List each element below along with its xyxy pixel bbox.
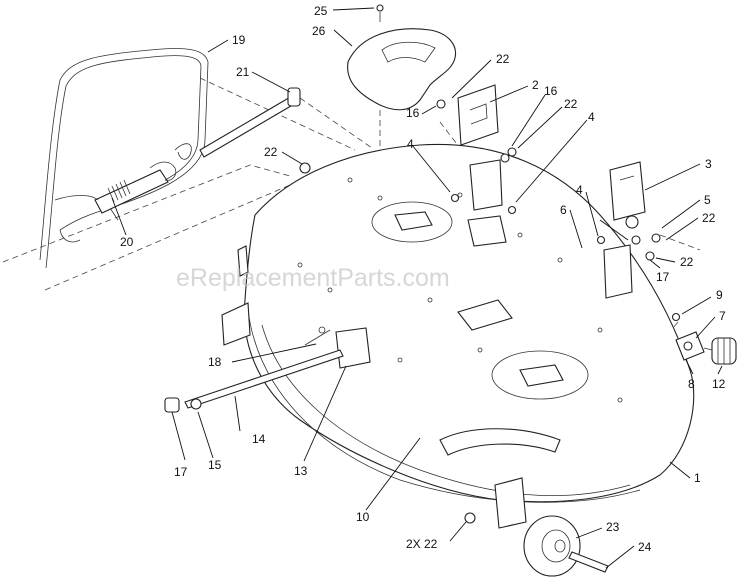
- label-4-c: 4: [576, 183, 583, 197]
- label-8: 8: [688, 377, 695, 391]
- part-labels: 25 26 19 21 22 2 16 22 16 4 4 22 3 4 5 6…: [120, 4, 726, 554]
- label-9: 9: [716, 288, 723, 302]
- hardware-part: [164, 99, 681, 524]
- label-15: 15: [208, 458, 222, 472]
- watermark-text: eReplacementParts.com: [176, 264, 450, 292]
- label-10: 10: [356, 510, 370, 524]
- label-26: 26: [312, 24, 326, 38]
- label-23: 23: [606, 520, 620, 534]
- label-4-b: 4: [407, 137, 414, 151]
- label-22-e: 22: [680, 255, 694, 269]
- label-6: 6: [560, 203, 567, 217]
- label-22-a: 22: [496, 52, 510, 66]
- label-12: 12: [712, 377, 726, 391]
- label-14: 14: [252, 432, 266, 446]
- label-17: 17: [174, 465, 188, 479]
- label-5: 5: [704, 193, 711, 207]
- label-24: 24: [638, 540, 652, 554]
- label-1: 1: [694, 471, 701, 485]
- label-25: 25: [314, 4, 328, 18]
- label-22-c: 22: [264, 145, 278, 159]
- label-19: 19: [232, 33, 246, 47]
- label-16-b: 16: [406, 106, 420, 120]
- label-18: 18: [208, 355, 222, 369]
- leader-lines: [111, 7, 723, 569]
- label-7: 7: [719, 309, 726, 323]
- wheel-part: [494, 477, 609, 577]
- label-22-b: 22: [564, 97, 578, 111]
- discharge-cover-part: [347, 4, 457, 111]
- label-2x-22: 2X 22: [406, 537, 438, 551]
- label-13: 13: [294, 464, 308, 478]
- label-4-a: 4: [588, 110, 595, 124]
- label-2: 2: [532, 78, 539, 92]
- label-21: 21: [236, 65, 250, 79]
- height-adjuster-part: [675, 331, 737, 365]
- label-16-c: 17: [656, 270, 670, 284]
- label-20: 20: [120, 235, 134, 249]
- label-22-d: 22: [702, 211, 716, 225]
- brackets-part: [335, 84, 646, 369]
- mower-deck-part: [221, 143, 695, 503]
- label-16-a: 16: [544, 84, 558, 98]
- label-3: 3: [705, 157, 712, 171]
